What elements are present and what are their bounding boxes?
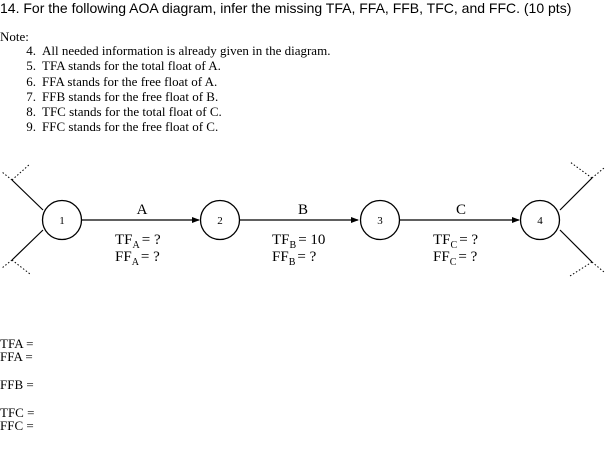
answer-label: FFC =	[0, 418, 34, 433]
activity-b-tf: TFB= 10	[272, 232, 325, 251]
node1-lower-link	[11, 229, 44, 261]
note-text: FFC stands for the free float of C.	[42, 119, 219, 135]
note-number: 6.	[26, 73, 36, 89]
node1-upper-tail-2	[11, 163, 31, 181]
note-label: Note:	[0, 29, 29, 44]
answer-tfc: TFC =	[0, 406, 34, 419]
note-item: 4. All needed information is already give…	[18, 43, 330, 58]
activity-a-name: A	[137, 202, 148, 218]
note-number: 9.	[26, 119, 36, 135]
note-text: TFA stands for the total float of A.	[42, 58, 221, 74]
notes-list: 4. All needed information is already give…	[18, 43, 330, 135]
node4-lower-tail	[569, 261, 593, 277]
node-2: 2	[199, 199, 241, 241]
node4-lower-link	[559, 229, 593, 263]
node-2-label: 2	[217, 215, 223, 227]
node-1-label: 1	[59, 215, 65, 227]
activity-c-tf: TFC= ?	[433, 232, 478, 251]
answer-label: FFB =	[0, 377, 34, 392]
activity-a-tf: TFA= ?	[115, 232, 161, 251]
note-item: 6. FFA stands for the free float of A.	[18, 74, 330, 89]
node-3: 3	[359, 199, 401, 241]
node1-upper-link	[11, 179, 44, 211]
node-1: 1	[41, 199, 83, 241]
node4-upper-tail-2	[591, 167, 605, 179]
note-text: FFB stands for the free float of B.	[42, 88, 219, 104]
note-item: 8. TFC stands for the total float of C.	[18, 104, 330, 119]
answer-ffc: FFC =	[0, 419, 34, 432]
note-text: TFC stands for the total float of C.	[42, 104, 222, 120]
aoa-diagram: 1 2 3 4 A B C TFA= ? FFA= ? TFB= 10 FFB=…	[1, 161, 605, 277]
activity-b-ff: FFB= ?	[272, 249, 317, 268]
dangling-lines	[11, 177, 593, 263]
node4-upper-link	[559, 177, 593, 211]
activity-c-ff: FFC= ?	[433, 249, 478, 268]
answer-section: TFA = FFA = FFB = TFC = FFC =	[0, 337, 34, 432]
dotted-tails	[1, 161, 605, 277]
answer-label: TFA =	[0, 336, 34, 351]
note-number: 7.	[26, 88, 36, 104]
note-number: 8.	[26, 104, 36, 120]
activity-a-ff: FFA= ?	[115, 249, 160, 268]
note-text: FFA stands for the free float of A.	[42, 73, 218, 89]
node1-lower-tail-2	[11, 259, 31, 275]
node4-lower-tail-2	[591, 261, 605, 273]
answer-label: FFA =	[0, 349, 33, 364]
node1-lower-tail	[1, 259, 13, 269]
activity-c-name: C	[456, 202, 466, 218]
node4-upper-tail	[569, 161, 593, 179]
activity-b-name: B	[298, 202, 308, 218]
note-number: 5.	[26, 58, 36, 74]
note-text: All needed information is already given …	[42, 43, 331, 58]
answer-ffb: FFB =	[0, 378, 34, 391]
answer-tfa: TFA =	[0, 337, 34, 350]
answer-label: TFC =	[0, 405, 35, 420]
question-text: 14. For the following AOA diagram, infer…	[0, 0, 572, 16]
node-4: 4	[519, 199, 561, 241]
note-item: 9. FFC stands for the free float of C.	[18, 119, 330, 134]
answer-ffa: FFA =	[0, 350, 34, 363]
node1-upper-tail	[1, 171, 13, 181]
note-item: 7. FFB stands for the free float of B.	[18, 89, 330, 104]
node-4-label: 4	[537, 215, 543, 227]
note-number: 4.	[26, 43, 36, 58]
note-item: 5. TFA stands for the total float of A.	[18, 58, 330, 73]
node-3-label: 3	[377, 215, 383, 227]
